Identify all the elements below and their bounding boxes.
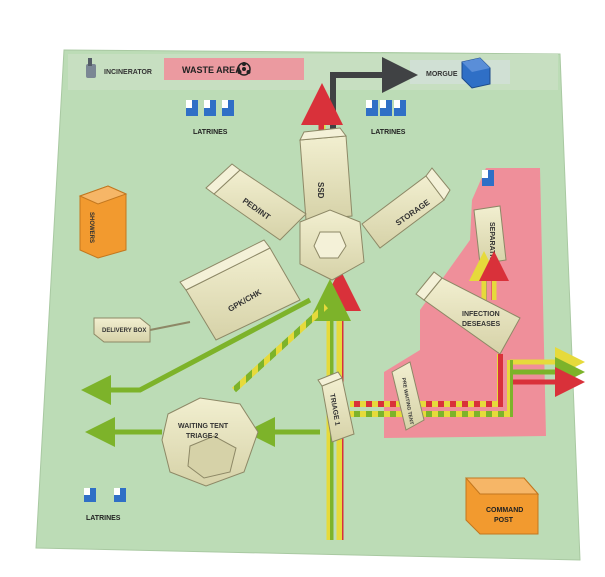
- latrine-icon: [204, 100, 216, 116]
- latrine-icon: [394, 100, 406, 116]
- delivery-box-tent: DELIVERY BOX: [93, 317, 151, 343]
- showers-label: SHOWERS: [88, 212, 94, 243]
- latrine-icon: [380, 100, 392, 116]
- ssd-tent: SSD: [299, 127, 353, 221]
- waiting-tent-triage-2: WAITING TENT TRIAGE 2: [161, 397, 259, 487]
- ped-int-tent: PED/INT: [205, 163, 307, 241]
- delivery-connector: [149, 321, 191, 331]
- infection-diseases-tent: INFECTION DESEASES: [415, 271, 521, 355]
- morgue-box-icon: [461, 57, 491, 89]
- separation-label: SEPARATION: [488, 222, 495, 267]
- latrines-right-label: LATRINES: [371, 129, 406, 136]
- latrine-icon: [366, 100, 378, 116]
- latrines-right-group: LATRINES: [366, 100, 406, 136]
- delivery-box-label: DELIVERY BOX: [102, 328, 146, 334]
- latrines-bottom-label: LATRINES: [86, 515, 121, 522]
- triage-1-tent: TRIAGE 1: [317, 371, 355, 443]
- command-post-label-line1: COMMAND: [486, 507, 523, 514]
- morgue-area: [410, 60, 510, 84]
- gpk-chk-tent: GPK/CHK: [179, 239, 301, 341]
- biohazard-icon: [237, 62, 251, 76]
- waste-area-label: WASTE AREA: [182, 65, 242, 75]
- latrine-icon: [186, 100, 198, 116]
- infection-label-line1: INFECTION: [462, 311, 500, 318]
- waiting-tent-label-line2: TRIAGE 2: [186, 433, 218, 440]
- command-post-tent: COMMAND POST: [464, 477, 540, 535]
- incinerator-label: INCINERATOR: [104, 69, 152, 76]
- latrine-icon: [222, 100, 234, 116]
- latrine-icon: [114, 488, 126, 502]
- command-post-label-line2: POST: [494, 517, 514, 524]
- morgue-label: MORGUE: [426, 71, 458, 78]
- incinerator-icon: [86, 58, 96, 78]
- waiting-tent-label-line1: WAITING TENT: [178, 423, 229, 430]
- gpk-exit-flow: [81, 297, 312, 405]
- latrine-icon: [84, 488, 96, 502]
- latrines-left-group: LATRINES: [186, 100, 234, 136]
- showers-tent: SHOWERS: [78, 185, 128, 259]
- ssd-label: SSD: [316, 182, 325, 199]
- pre-waiting-tent: PRE WAITING TENT: [391, 361, 425, 431]
- hub-to-waiting-flow: [231, 303, 329, 393]
- infection-label-line2: DESEASES: [462, 321, 500, 328]
- latrine-icon: [482, 170, 494, 186]
- waste-area: [164, 58, 304, 80]
- latrines-bottom-group: LATRINES: [84, 488, 126, 522]
- latrines-left-label: LATRINES: [193, 129, 228, 136]
- central-hub-tent: [299, 209, 365, 281]
